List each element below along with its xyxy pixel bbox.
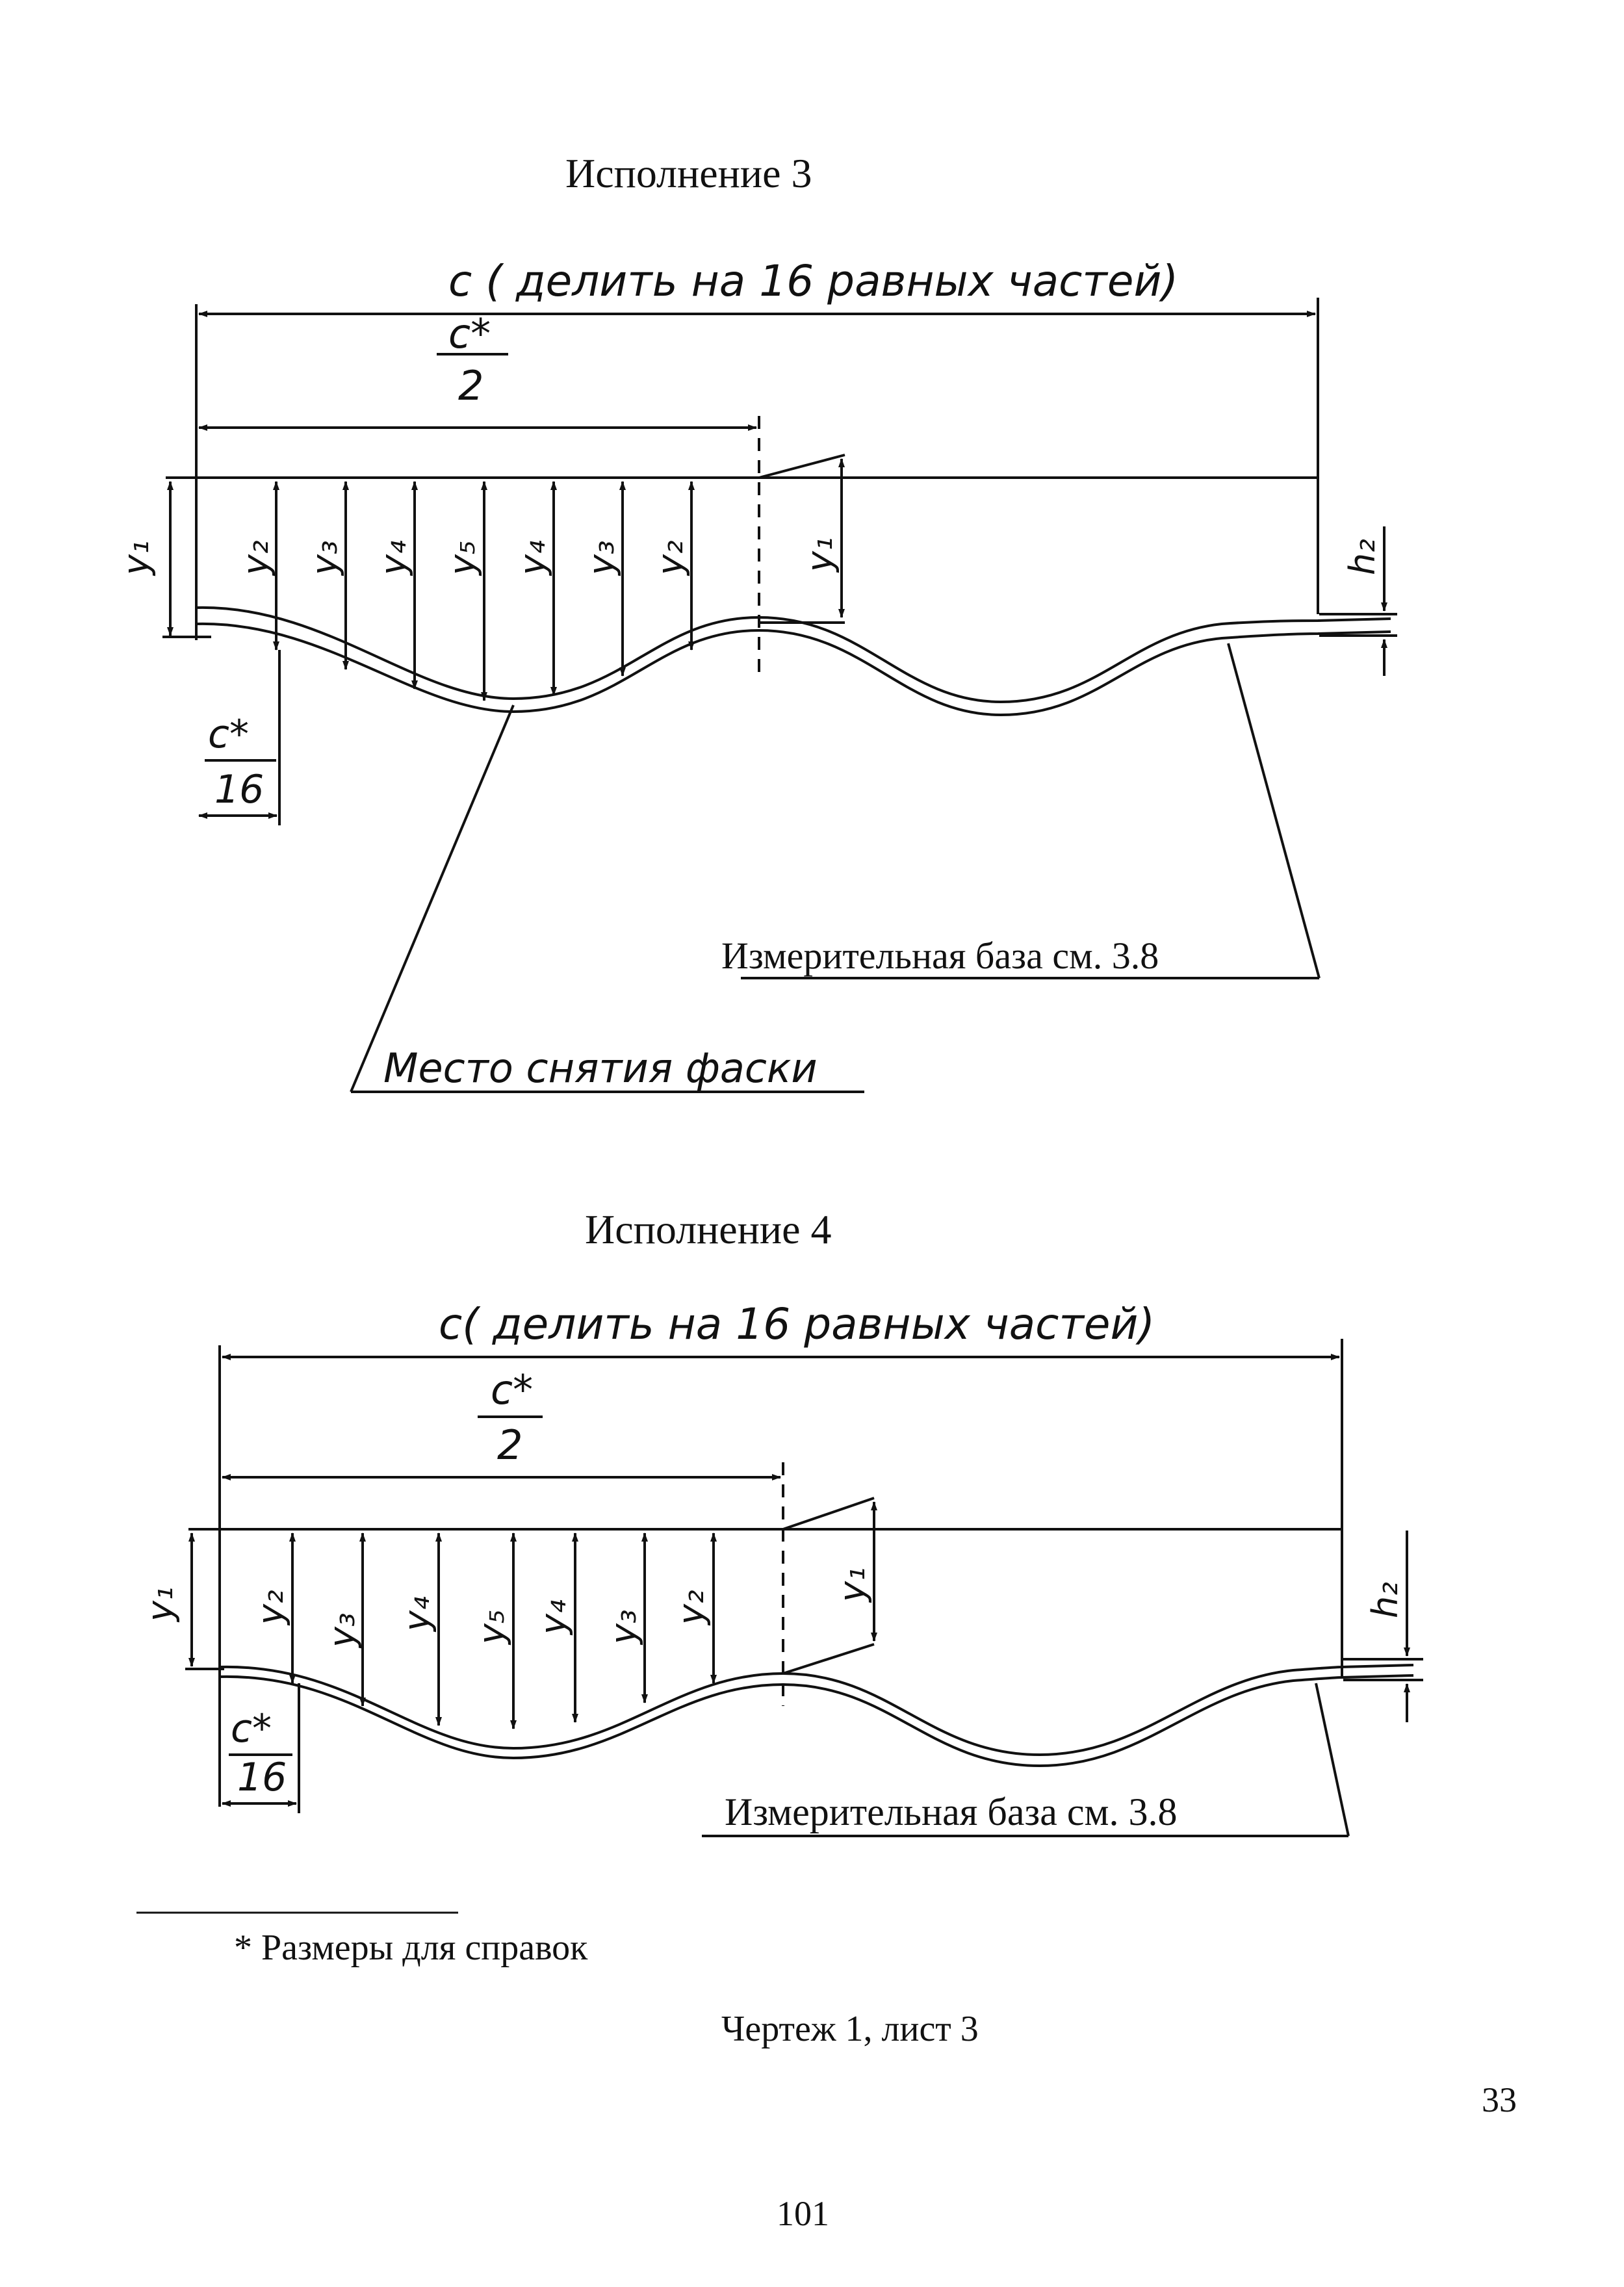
v3-step-num: с* — [208, 712, 249, 757]
variant4-labels: с( делить на 16 равных частей) с* 2 с* 1… — [140, 1299, 1406, 1833]
v3-label-y3b: y₃ — [581, 540, 622, 576]
v3-label-y3: y₃ — [304, 540, 345, 576]
variant4-drawing — [136, 1339, 1423, 1914]
v4-step-den: 16 — [237, 1755, 287, 1800]
v3-base-note: Измерительная база см. 3.8 — [721, 935, 1159, 977]
v3-label-y2: y₂ — [235, 540, 276, 576]
v4-label-y5: y₅ — [471, 1609, 512, 1646]
v4-label-y4b: y₄ — [533, 1599, 574, 1636]
v3-label-y1-right: y₁ — [799, 537, 840, 573]
page-number-right: 33 — [1482, 2080, 1517, 2119]
v3-dim-total: с ( делить на 16 равных частей) — [448, 256, 1178, 306]
footnote: * Размеры для справок — [234, 1928, 588, 1968]
v4-label-y1-left: y₁ — [140, 1586, 181, 1623]
v3-label-y4b: y₄ — [512, 540, 553, 576]
variant3-title: Исполнение 3 — [565, 150, 812, 196]
v3-half-num: с* — [448, 310, 491, 357]
v3-step-den: 16 — [214, 767, 264, 812]
variant4-title: Исполнение 4 — [585, 1206, 832, 1252]
v4-step-num: с* — [231, 1706, 272, 1751]
v3-label-y5: y₅ — [442, 540, 483, 576]
v4-label-y2b: y₂ — [671, 1590, 712, 1626]
v4-label-y2: y₂ — [250, 1590, 291, 1626]
v4-label-y3b: y₃ — [603, 1609, 644, 1646]
v4-dim-total: с( делить на 16 равных частей) — [439, 1299, 1155, 1349]
v3-chamfer-note: Место снятия фаски — [383, 1044, 818, 1092]
v4-label-h2: h₂ — [1365, 1582, 1406, 1618]
variant3-labels: с ( делить на 16 равных частей) с* 2 с* … — [116, 256, 1383, 1092]
v4-label-y4: y₄ — [396, 1596, 437, 1633]
v4-label-y3: y₃ — [322, 1612, 363, 1649]
v4-base-note: Измерительная база см. 3.8 — [725, 1790, 1177, 1833]
v4-half-den: 2 — [497, 1421, 522, 1469]
v4-half-num: с* — [491, 1366, 533, 1414]
v3-label-y4: y₄ — [373, 540, 414, 576]
page-number-bottom: 101 — [777, 2194, 829, 2233]
v4-label-y1-right: y₁ — [832, 1567, 873, 1603]
variant3-drawing — [162, 298, 1397, 1093]
v3-half-den: 2 — [458, 362, 483, 409]
v3-label-y2b: y₂ — [650, 540, 691, 576]
v3-label-h2: h₂ — [1342, 539, 1383, 575]
drawing-caption: Чертеж 1, лист 3 — [721, 2009, 979, 2049]
v3-label-y1-left: y₁ — [116, 540, 157, 576]
